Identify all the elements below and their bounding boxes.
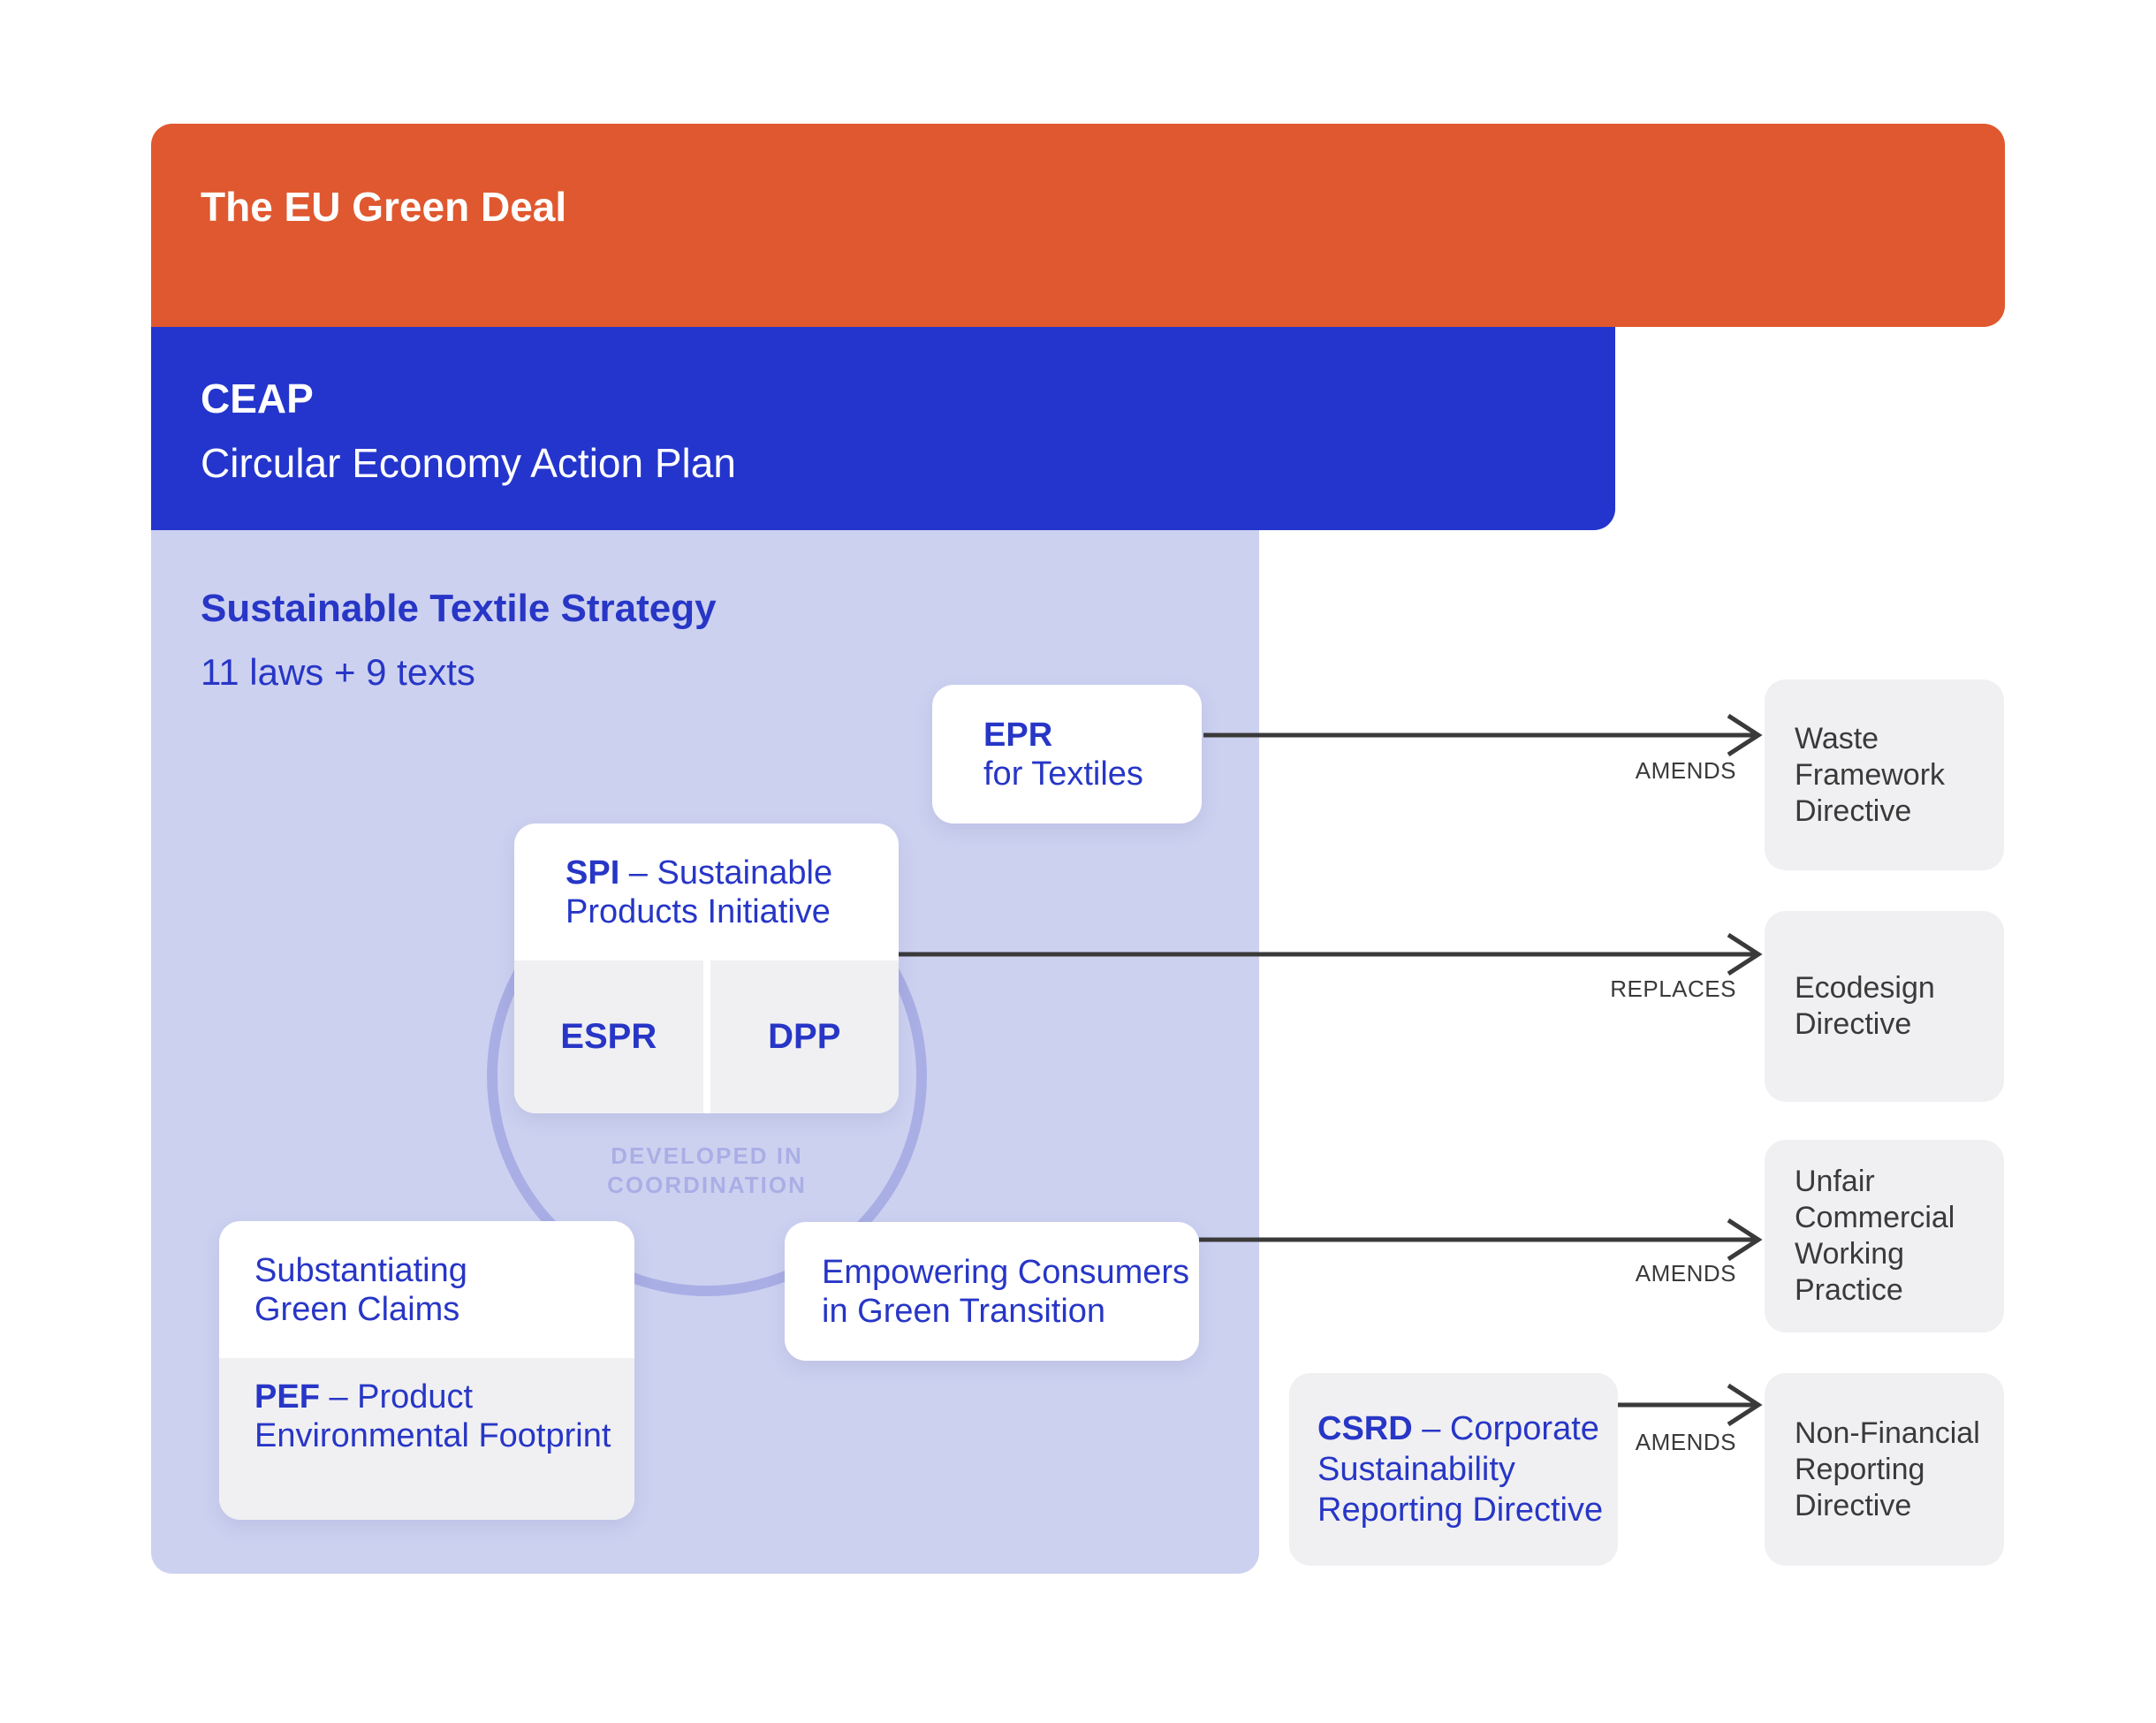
ecodesign-line2: Directive	[1795, 1007, 1912, 1041]
ecodesign-line1: Ecodesign	[1795, 971, 1935, 1005]
epr-card: EPR for Textiles	[932, 685, 1202, 824]
green-deal-title: The EU Green Deal	[201, 184, 567, 230]
pef-abbr-text: PEF	[254, 1378, 320, 1416]
epr-abbr: EPR	[983, 716, 1202, 755]
ceap-title: CEAP	[201, 376, 314, 421]
spi-card: SPI – Sustainable Products Initiative ES…	[514, 824, 899, 1113]
spi-name-rest: – Sustainable	[619, 854, 833, 892]
spi-line2: Products Initiative	[566, 892, 831, 930]
directive-ecodesign: Ecodesign Directive	[1765, 911, 2004, 1102]
spi-children-row: ESPR DPP	[514, 960, 899, 1113]
espr-cell: ESPR	[514, 960, 703, 1113]
unfair-commercial-line3: Working	[1795, 1237, 1905, 1271]
green-claims-pef-stack: Substantiating Green Claims PEF – Produc…	[219, 1221, 634, 1520]
textile-strategy-subtitle: 11 laws + 9 texts	[201, 651, 475, 693]
pef-line1: PEF – Product	[254, 1378, 634, 1416]
arrowhead-empowering-to-unfair	[1727, 1218, 1763, 1262]
green-deal-banner	[151, 124, 2005, 327]
empowering-consumers-card: Empowering Consumers in Green Transition	[785, 1222, 1199, 1361]
label-amends-epr: AMENDS	[1635, 757, 1736, 784]
dpp-cell: DPP	[710, 960, 899, 1113]
label-replaces-spi: REPLACES	[1610, 975, 1736, 1002]
pef-card: PEF – Product Environmental Footprint	[219, 1358, 634, 1520]
pef-name-rest: – Product	[319, 1378, 474, 1416]
unfair-commercial-line2: Commercial	[1795, 1201, 1955, 1234]
arrowhead-epr-to-waste-framework	[1727, 713, 1763, 757]
green-claims-line2: Green Claims	[254, 1290, 460, 1328]
ceap-banner	[151, 327, 1615, 530]
epr-name: for Textiles	[983, 755, 1143, 793]
epr-abbr-text: EPR	[983, 716, 1053, 754]
non-financial-line3: Directive	[1795, 1488, 1912, 1522]
csrd-card: CSRD – Corporate Sustainability Reportin…	[1289, 1373, 1618, 1566]
coordination-note-line1: DEVELOPED IN	[611, 1142, 803, 1169]
green-claims-card: Substantiating Green Claims	[219, 1221, 634, 1358]
empowering-line2: in Green Transition	[822, 1292, 1106, 1330]
directive-non-financial: Non-Financial Reporting Directive	[1765, 1373, 2004, 1566]
green-claims-line1: Substantiating	[254, 1251, 467, 1289]
coordination-note: DEVELOPED IN COORDINATION	[486, 1142, 928, 1200]
ceap-subtitle: Circular Economy Action Plan	[201, 440, 736, 486]
coordination-note-line2: COORDINATION	[607, 1172, 807, 1198]
empowering-line1: Empowering Consumers	[822, 1253, 1190, 1291]
spi-title-area: SPI – Sustainable Products Initiative	[514, 824, 899, 960]
waste-framework-line2: Framework	[1795, 757, 1946, 792]
non-financial-line2: Reporting	[1795, 1452, 1925, 1486]
waste-framework-line1: Waste	[1795, 721, 1879, 755]
directive-unfair-commercial: Unfair Commercial Working Practice	[1765, 1140, 2004, 1332]
waste-framework-line3: Directive	[1795, 793, 1912, 828]
textile-strategy-title: Sustainable Textile Strategy	[201, 587, 717, 630]
spi-abbr-text: SPI	[566, 854, 620, 892]
csrd-name-rest: – Corporate	[1412, 1410, 1599, 1447]
non-financial-line1: Non-Financial	[1795, 1416, 1980, 1450]
label-amends-csrd: AMENDS	[1635, 1429, 1736, 1455]
csrd-abbr-text: CSRD	[1317, 1410, 1413, 1447]
arrowhead-spi-to-ecodesign	[1727, 932, 1763, 976]
label-amends-empowering: AMENDS	[1635, 1260, 1736, 1287]
arrowhead-csrd-to-non-financial	[1727, 1383, 1763, 1427]
unfair-commercial-line1: Unfair	[1795, 1165, 1875, 1198]
spi-line1: SPI – Sustainable	[566, 854, 899, 892]
directive-waste-framework: Waste Framework Directive	[1765, 679, 2004, 870]
csrd-line1: CSRD – Corporate	[1317, 1408, 1618, 1449]
unfair-commercial-line4: Practice	[1795, 1273, 1903, 1307]
csrd-line3: Reporting Directive	[1317, 1491, 1604, 1529]
csrd-line2: Sustainability	[1317, 1451, 1515, 1488]
pef-line2: Environmental Footprint	[254, 1417, 611, 1454]
